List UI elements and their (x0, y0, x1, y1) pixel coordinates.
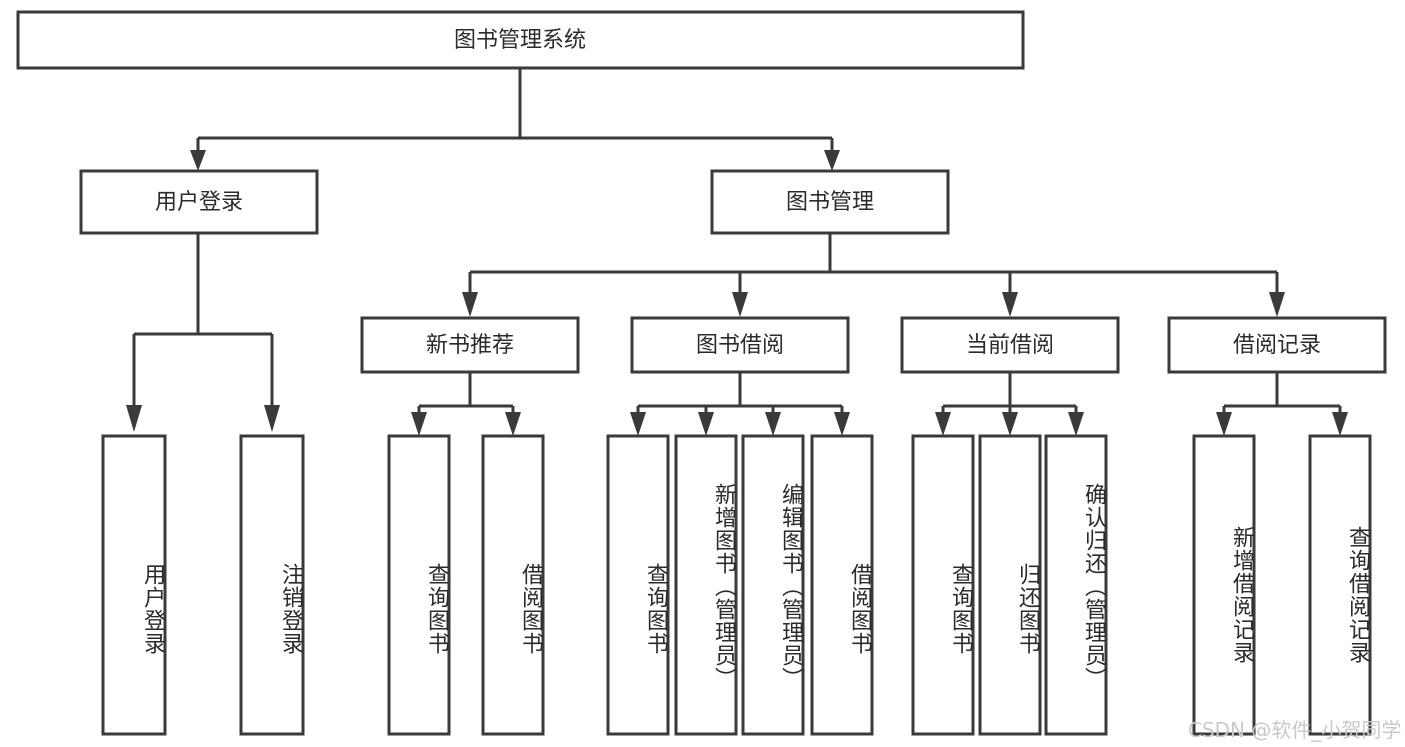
leaf-box-add-record[interactable] (1192, 434, 1256, 736)
connector-userlogin-to-leaves (126, 233, 280, 432)
leaf-box-logout-login[interactable] (239, 434, 305, 736)
connector-currentborrow-to-leaves (935, 372, 1084, 436)
node-root-title[interactable]: 图书管理系统 (16, 10, 1025, 70)
leaf-box-user-login[interactable] (101, 434, 167, 736)
leaf-box-borrow-book-1[interactable] (481, 434, 545, 736)
leaf-box-query-book-1[interactable] (387, 434, 451, 736)
node-book-manage-label: 图书管理 (786, 190, 874, 215)
node-current-borrow-label: 当前借阅 (966, 333, 1054, 358)
node-borrow-record[interactable]: 借阅记录 (1167, 316, 1387, 374)
leaf-box-query-record[interactable] (1308, 434, 1372, 736)
node-borrow-record-label: 借阅记录 (1233, 333, 1321, 358)
connector-bookmanage-to-level3 (462, 233, 1285, 317)
node-book-borrow-label: 图书借阅 (696, 333, 784, 358)
leaf-box-return-book[interactable] (978, 434, 1042, 736)
node-new-book-recommend[interactable]: 新书推荐 (360, 316, 580, 374)
connector-borrowrecord-to-leaves (1216, 372, 1348, 436)
connector-root-to-level2 (190, 68, 840, 171)
csdn-watermark: CSDN @软件_小贺同学 (1188, 718, 1402, 742)
connector-newbook-to-leaves (411, 372, 521, 436)
node-book-borrow[interactable]: 图书借阅 (630, 316, 850, 374)
leaf-box-add-book[interactable] (674, 434, 738, 736)
node-new-book-recommend-label: 新书推荐 (426, 333, 514, 358)
node-user-login[interactable]: 用户登录 (79, 169, 319, 235)
leaf-box-edit-book[interactable] (741, 434, 805, 736)
node-root-title-label: 图书管理系统 (454, 28, 586, 53)
leaf-box-borrow-book-2[interactable] (810, 434, 874, 736)
node-current-borrow[interactable]: 当前借阅 (900, 316, 1120, 374)
leaf-box-query-book-3[interactable] (911, 434, 975, 736)
leaf-box-query-book-2[interactable] (606, 434, 670, 736)
node-book-manage[interactable]: 图书管理 (710, 169, 950, 235)
leaf-box-confirm-return[interactable] (1044, 434, 1108, 736)
node-user-login-label: 用户登录 (155, 190, 243, 215)
connector-bookborrow-to-leaves (630, 372, 850, 436)
